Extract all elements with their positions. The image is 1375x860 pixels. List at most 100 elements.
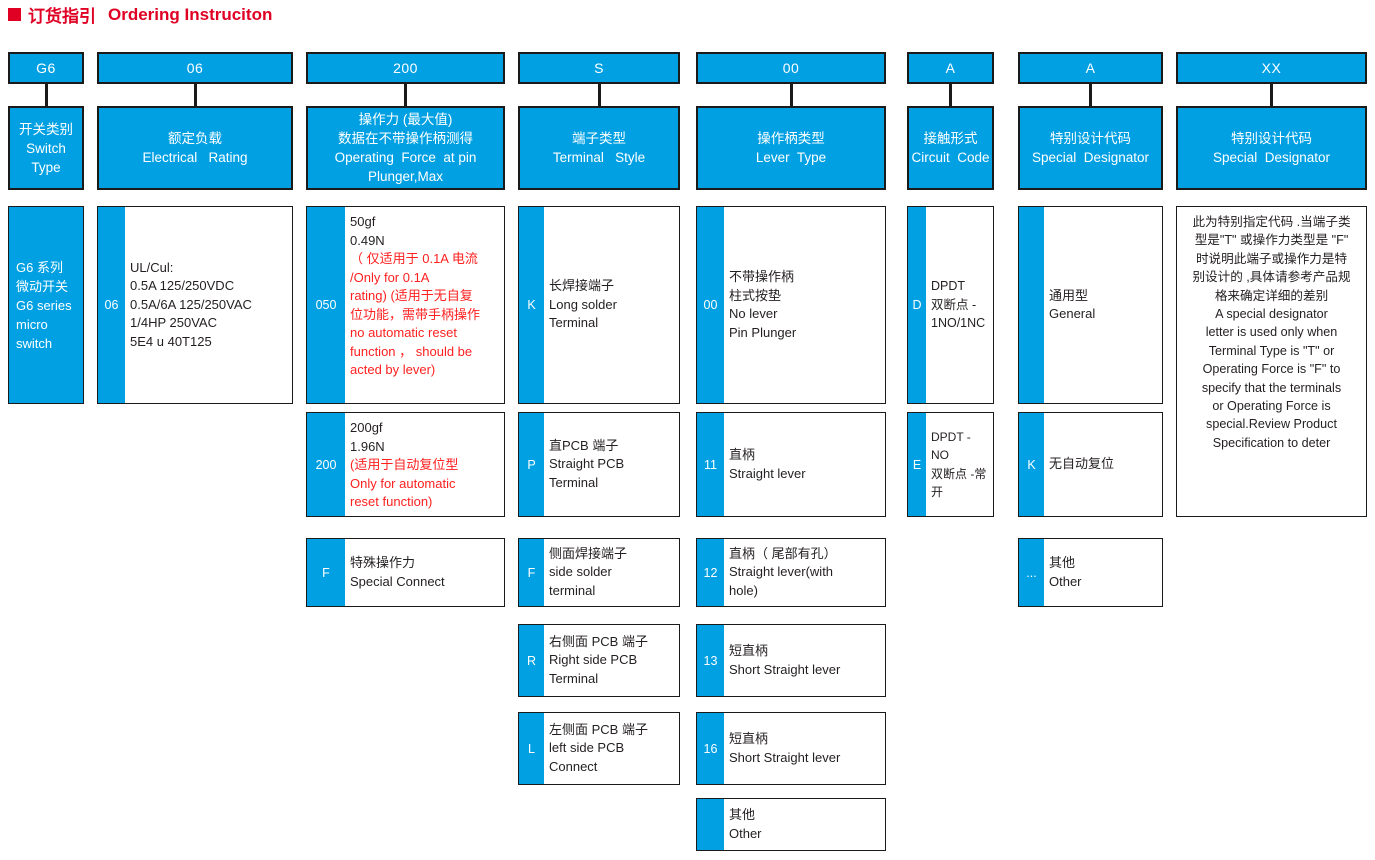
desc-line: Lever Type <box>755 150 827 165</box>
option-body: 200gf 1.96N (适用于自动复位型 Only for automatic… <box>345 413 504 516</box>
option-item-e[interactable]: E DPDT - NO 双断点 -常开 <box>907 412 994 517</box>
option-item-other-lever[interactable]: 其他 Other <box>696 798 886 851</box>
desc-box-lever-type: 操作柄类型 Lever Type <box>696 106 886 190</box>
option-body: G6 系列 微动开关 G6 series micro switch <box>9 207 83 403</box>
option-item-06[interactable]: 06 UL/Cul: 0.5A 125/250VDC 0.5A/6A 125/2… <box>97 206 293 404</box>
option-line: Terminal <box>549 315 599 331</box>
desc-box-circuit-code: 接触形式 Circuit Code <box>907 106 994 190</box>
option-line-red: （ 仅适用于 0.1A 电流 <box>350 251 478 266</box>
code-box-lever-type[interactable]: 00 <box>696 52 886 84</box>
option-code: 16 <box>697 713 724 784</box>
option-line: G6 系列 <box>16 259 63 275</box>
option-line: 柱式按垫 <box>729 287 782 303</box>
desc-line: Plunger,Max <box>367 169 444 184</box>
option-item-general[interactable]: 通用型 General <box>1018 206 1163 404</box>
option-line: 长焊接端子 <box>549 278 615 294</box>
option-line-red: acted by lever) <box>350 362 436 377</box>
option-line: General <box>1049 306 1096 321</box>
option-body: 无自动复位 <box>1044 413 1162 516</box>
option-line: Straight PCB <box>549 456 625 472</box>
column-special-designator-a: A 特别设计代码 Special Designator <box>1018 52 1163 190</box>
option-line: 其他 <box>729 807 756 822</box>
desc-box-terminal-style: 端子类型 Terminal Style <box>518 106 680 190</box>
option-item-other-designator[interactable]: ... 其他 Other <box>1018 538 1163 607</box>
option-item-12[interactable]: 12 直柄（ 尾部有孔） Straight lever(with hole) <box>696 538 886 607</box>
option-code: L <box>519 713 544 784</box>
option-line: 1.96N <box>350 438 385 454</box>
option-item-f-terminal[interactable]: F 侧面焊接端子 side solder terminal <box>518 538 680 607</box>
option-item-l[interactable]: L 左侧面 PCB 端子 left side PCB Connect <box>518 712 680 785</box>
note-line: A special designator <box>1215 307 1328 322</box>
option-body: 直柄（ 尾部有孔） Straight lever(with hole) <box>724 539 885 606</box>
option-item-k[interactable]: K 长焊接端子 Long solder Terminal <box>518 206 680 404</box>
desc-box-operating-force: 操作力 (最大值) 数据在不带操作柄测得 Operating Force at … <box>306 106 505 190</box>
option-item-16[interactable]: 16 短直柄 Short Straight lever <box>696 712 886 785</box>
code-box-circuit-code[interactable]: A <box>907 52 994 84</box>
desc-line: 额定负载 <box>167 131 222 146</box>
option-code: R <box>519 625 544 696</box>
code-box-operating-force[interactable]: 200 <box>306 52 505 84</box>
desc-line: 操作柄类型 <box>757 131 825 146</box>
option-line: 直柄 <box>729 447 756 462</box>
desc-box-electrical-rating: 额定负载 Electrical Rating <box>97 106 293 190</box>
note-line: Terminal Type is "T" or <box>1208 343 1335 358</box>
option-item-200[interactable]: 200 200gf 1.96N (适用于自动复位型 Only for autom… <box>306 412 505 517</box>
column-electrical-rating: 06 额定负载 Electrical Rating <box>97 52 293 190</box>
option-item-d[interactable]: D DPDT 双断点 - 1NO/1NC <box>907 206 994 404</box>
option-line: 通用型 <box>1049 287 1089 303</box>
column-switch-type: G6 开关类别 Switch Type <box>8 52 84 190</box>
note-line: or Operating Force is <box>1212 399 1331 414</box>
page-title-cn: 订货指引 <box>28 7 96 26</box>
desc-line: 开关类别 <box>19 121 73 137</box>
option-code: K <box>519 207 544 403</box>
option-code: 050 <box>307 207 345 403</box>
option-item-p[interactable]: P 直PCB 端子 Straight PCB Terminal <box>518 412 680 517</box>
option-line: 直柄（ 尾部有孔） <box>729 545 837 561</box>
option-line: 直PCB 端子 <box>549 437 619 453</box>
code-box-switch-type[interactable]: G6 <box>8 52 84 84</box>
option-code: E <box>908 413 926 516</box>
option-item-k-designator[interactable]: K 无自动复位 <box>1018 412 1163 517</box>
code-box-special-designator-a[interactable]: A <box>1018 52 1163 84</box>
desc-line: 接触形式 <box>923 131 978 146</box>
connector-line <box>193 84 197 106</box>
option-body: 通用型 General <box>1044 207 1162 403</box>
option-body: 直PCB 端子 Straight PCB Terminal <box>544 413 679 516</box>
option-line-red: /Only for 0.1A <box>350 269 430 285</box>
option-line: Other <box>1049 573 1082 589</box>
desc-line: Special Designator <box>1212 150 1331 165</box>
option-item-13[interactable]: 13 短直柄 Short Straight lever <box>696 624 886 697</box>
code-box-terminal-style[interactable]: S <box>518 52 680 84</box>
note-line: letter is used only when <box>1205 325 1338 340</box>
option-item-00-lever[interactable]: 00 不带操作柄 柱式按垫 No lever Pin Plunger <box>696 206 886 404</box>
note-line: 型是"T" 或操作力类型是 "F" <box>1194 233 1349 248</box>
option-line: left side PCB <box>549 740 625 756</box>
option-code: F <box>307 539 345 606</box>
option-code: D <box>908 207 926 403</box>
option-line: 微动开关 <box>16 278 69 294</box>
code-box-special-designator-xx[interactable]: XX <box>1176 52 1367 84</box>
option-line: DPDT <box>931 279 966 294</box>
option-line: Right side PCB <box>549 652 638 668</box>
note-line: 别设计的 ,具体请参考产品规 <box>1192 270 1351 285</box>
option-line: No lever <box>729 306 778 321</box>
option-item-11[interactable]: 11 直柄 Straight lever <box>696 412 886 517</box>
column-special-designator-xx: XX 特别设计代码 Special Designator <box>1176 52 1367 190</box>
option-line: 特殊操作力 <box>350 555 416 570</box>
desc-line: Operating Force at pin <box>334 150 477 165</box>
option-line: 0.5A 125/250VDC <box>130 278 235 294</box>
option-line: 短直柄 <box>729 731 769 746</box>
option-line: Special Connect <box>350 573 445 589</box>
option-code: F <box>519 539 544 606</box>
option-line: 右侧面 PCB 端子 <box>549 633 648 649</box>
option-item-r[interactable]: R 右侧面 PCB 端子 Right side PCB Terminal <box>518 624 680 697</box>
code-box-electrical-rating[interactable]: 06 <box>97 52 293 84</box>
option-line: 其他 <box>1049 555 1076 570</box>
option-line-red: no automatic reset <box>350 325 457 340</box>
option-item-f-force[interactable]: F 特殊操作力 Special Connect <box>306 538 505 607</box>
option-line-red: 位功能，需带手柄操作 <box>350 306 481 322</box>
option-code <box>697 799 724 850</box>
option-item-050[interactable]: 050 50gf 0.49N （ 仅适用于 0.1A 电流 /Only for … <box>306 206 505 404</box>
option-item-g6-series[interactable]: G6 系列 微动开关 G6 series micro switch <box>8 206 84 404</box>
note-line: Operating Force is "F" to <box>1202 362 1341 377</box>
